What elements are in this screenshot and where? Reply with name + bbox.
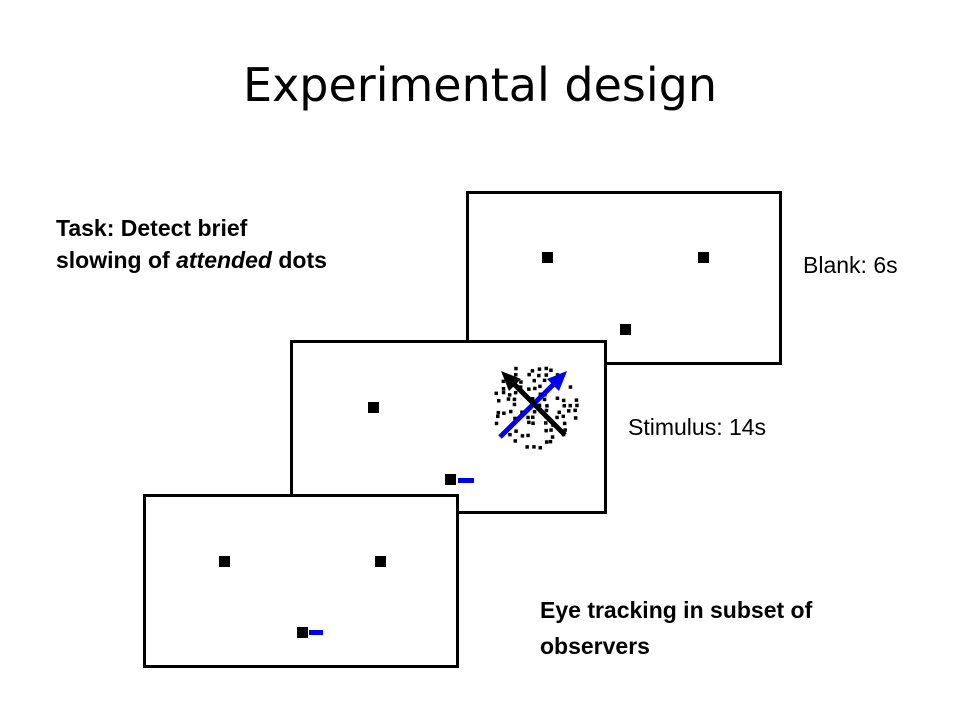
stimulus-dot — [526, 433, 530, 438]
stimulus-dot — [555, 415, 559, 420]
stimulus-dot — [538, 446, 542, 450]
task-description: Task: Detect brief slowing of attended d… — [56, 212, 327, 276]
stimulus-dot — [567, 409, 571, 413]
stimulus-dot — [532, 378, 536, 383]
dot-field-stimulus — [494, 366, 579, 450]
stimulus-dot — [496, 414, 500, 419]
eye-tracking-line-2: observers — [540, 633, 650, 659]
stimulus-dot — [514, 366, 518, 371]
fixation-dot — [297, 627, 308, 638]
eye-tracking-line-1: Eye tracking in subset of — [540, 597, 813, 623]
stimulus-dot — [542, 378, 547, 383]
stimulus-dot — [545, 404, 549, 408]
stimulus-dot — [502, 411, 506, 415]
stimulus-dot — [518, 385, 523, 389]
stimulus-dot — [512, 402, 517, 407]
stimulus-dot — [538, 384, 542, 389]
stimulus-dot — [544, 421, 548, 425]
blank-frame — [466, 191, 782, 365]
stimulus-dot — [561, 414, 565, 419]
stimulus-label: Stimulus: 14s — [628, 414, 767, 440]
stimulus-dot — [562, 404, 566, 408]
stimulus-dot — [507, 393, 512, 397]
stimulus-dot — [561, 398, 566, 403]
stimulus-dot — [519, 380, 523, 384]
stimulus-dot — [531, 421, 535, 425]
stimulus-dot — [544, 408, 549, 413]
page-title: Experimental design — [243, 58, 717, 112]
stimulus-dot — [525, 445, 529, 449]
stimulus-dot — [532, 445, 536, 449]
blank-label: Blank: 6s — [803, 252, 898, 278]
stimulus-dot — [568, 403, 572, 408]
stimulus-dot — [573, 408, 577, 413]
stimulus-dot — [531, 415, 535, 419]
stimulus-dot — [532, 410, 537, 414]
stimulus-dot — [527, 372, 531, 377]
eye-tracking-frame — [143, 494, 459, 668]
fixation-dot — [620, 324, 631, 335]
stimulus-dot — [575, 403, 579, 408]
stimulus-dot — [494, 391, 498, 396]
stimulus-dot — [513, 416, 517, 421]
blue-motion-arrow — [498, 378, 560, 439]
stimulus-dot — [530, 397, 535, 401]
stimulus-dot — [501, 387, 506, 391]
eye-trace-mark — [458, 478, 474, 483]
stimulus-dot — [549, 368, 553, 372]
stimulus-dot — [542, 397, 547, 402]
stimulus-dot — [537, 403, 542, 408]
stimulus-dot — [573, 416, 578, 420]
motion-direction-arrows — [498, 371, 567, 439]
stimulus-dot — [514, 429, 518, 433]
eye-trace-mark — [309, 630, 323, 635]
black-arrowhead — [501, 371, 521, 391]
stimulus-dot — [497, 399, 501, 403]
stimulus-dot — [544, 440, 549, 444]
stimulus-dot — [501, 379, 506, 384]
fixation-dot — [368, 402, 379, 413]
stimulus-dot — [494, 421, 499, 426]
blue-arrowhead — [547, 371, 567, 391]
stimulus-dot — [537, 373, 541, 378]
stimulus-dot — [514, 373, 518, 377]
stimulus-dot — [549, 428, 553, 432]
stimulus-dot — [513, 390, 518, 395]
stimulus-dot — [512, 397, 517, 402]
stimulus-dot — [548, 439, 553, 444]
stimulus-dot — [527, 387, 531, 391]
stimulus-dot — [557, 410, 561, 414]
stimulus-dot — [562, 421, 567, 426]
eye-tracking-note: Eye tracking in subset of observers — [540, 592, 812, 664]
task-line-1: Task: Detect brief — [56, 215, 248, 241]
stimulus-dot — [555, 396, 560, 400]
stimulus-dot — [509, 409, 513, 414]
stimulus-dot — [563, 428, 567, 432]
stimulus-dot — [550, 435, 555, 439]
stimulus-dot — [508, 432, 512, 437]
stimulus-dot — [501, 390, 506, 395]
fixation-dot — [542, 252, 553, 263]
black-motion-arrow — [509, 379, 567, 437]
task-line-2: slowing of attended dots — [56, 247, 327, 273]
stimulus-dot — [530, 369, 535, 373]
stimulus-dot — [533, 386, 537, 391]
stimulus-dot — [568, 385, 573, 389]
stimulus-dot — [513, 439, 517, 443]
stimulus-dot — [526, 415, 530, 420]
fixation-dot — [219, 556, 230, 567]
stimulus-dot — [520, 434, 525, 438]
stimulus-dot — [537, 367, 542, 371]
stimulus-dot — [574, 398, 579, 402]
stimulus-dot — [496, 410, 501, 415]
stimulus-frame — [290, 340, 607, 514]
stimulus-dot — [506, 397, 511, 401]
fixation-dot — [375, 556, 386, 567]
fixation-dot — [445, 474, 456, 485]
stimulus-dot — [544, 366, 548, 371]
stimulus-dot — [527, 420, 531, 425]
stimulus-dot — [544, 373, 548, 377]
stimulus-dot — [544, 428, 548, 433]
fixation-dot — [698, 252, 709, 263]
